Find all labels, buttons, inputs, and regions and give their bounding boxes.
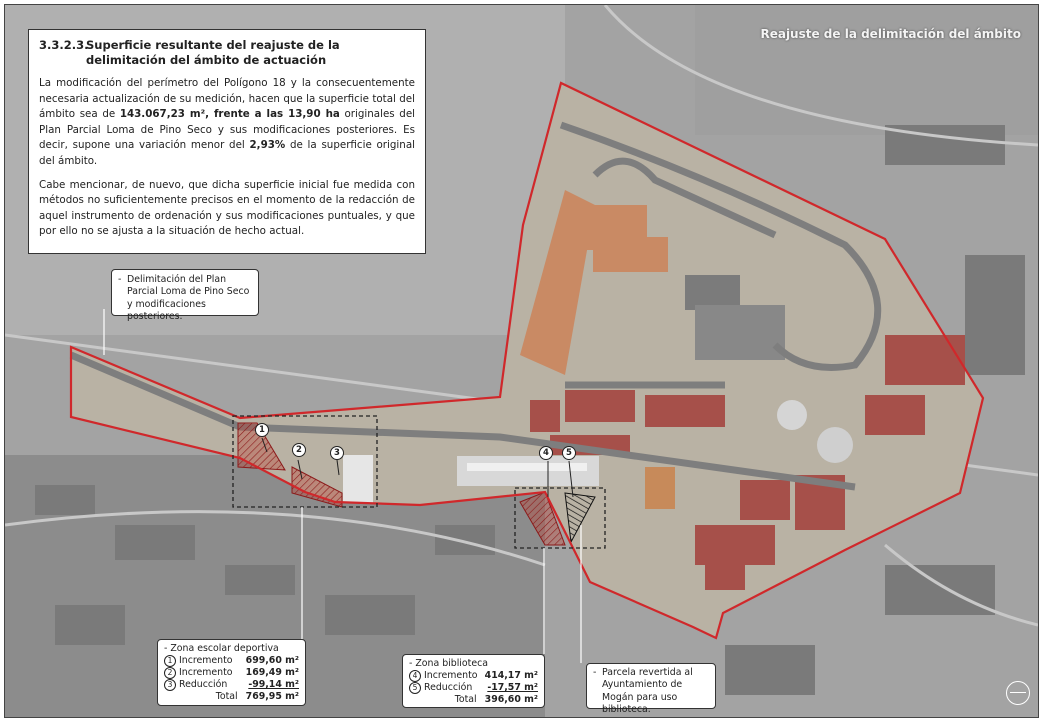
building-blocks [35,125,1025,695]
zona-row-value: 699,60 m² [245,655,299,666]
number-circle: 2 [164,667,176,679]
p1-bold-percent: 2,93% [249,139,286,152]
boundary-line [69,81,985,640]
marker-leaders [261,437,574,498]
zona-escolar-title: - Zona escolar deportiva [164,643,279,654]
marker-2: 2 [292,443,306,457]
area-5 [564,492,596,544]
p1-text-e: de la superficie original del ámbito. [39,139,415,167]
dashed-frame-biblioteca [514,487,606,549]
total-label: Total [454,694,477,705]
zona-total-row: Total 396,60 m² [409,694,538,706]
number-circle: 3 [164,679,176,691]
marker-4: 4 [539,446,553,460]
marker-5: 5 [562,446,576,460]
section-title: Superficie resultante del reajuste de la… [86,38,340,67]
zona-row-value: 414,17 m² [484,670,538,681]
zona-row-value: -99,14 m² [248,679,299,690]
marker-1: 1 [255,423,269,437]
map-title: Reajuste de la delimitación del ámbito [760,27,1021,41]
zona-row-label: Incremento [424,670,478,681]
callout-dash: - [593,667,597,678]
number-circle: 5 [409,682,421,694]
callout-dash: - [118,274,122,285]
paragraph-1: La modificación del perímetro del Polígo… [39,76,415,170]
p1-text-a: La modificación del perímetro del Polígo… [39,77,415,121]
dashed-frame-escolar [232,415,378,508]
interior-features [69,121,965,590]
leader-lines [103,309,582,663]
zona-row-label: Reducción [424,682,473,693]
number-circle: 4 [409,670,421,682]
p1-bold-area: 143.067,23 m², frente a las 13,90 ha [119,108,340,121]
parcela-callout: - Parcela revertida al Ayuntamiento de M… [586,663,716,715]
marker-3: 3 [330,446,344,460]
area-1 [237,422,286,471]
plan-callout-text: Delimitación del Plan Parcial Loma de Pi… [127,274,250,323]
north-arrow-icon [1006,681,1030,705]
p1-text-c: originales del Plan Parcial Loma de Pino… [39,108,416,152]
section-number: 3.3.2.3. [39,38,89,52]
info-box: 3.3.2.3. Superficie resultante del reaju… [28,29,426,254]
total-value: 769,95 m² [245,691,299,702]
plan-delimitation-callout: - Delimitación del Plan Parcial Loma de … [111,269,259,322]
zona-row-value: -17,57 m² [487,682,538,693]
aerial-map [5,5,1038,717]
section-heading: 3.3.2.3. Superficie resultante del reaju… [39,38,415,68]
area-4 [519,491,566,546]
paragraph-2: Cabe mencionar, de nuevo, que dicha supe… [39,178,415,238]
zona-row-label: Reducción [179,679,228,690]
zona-biblioteca-title: - Zona biblioteca [409,658,488,669]
number-circle: 1 [164,655,176,667]
zona-row-label: Incremento [179,655,233,666]
zona-row-label: Incremento [179,667,233,678]
map-frame: Reajuste de la delimitación del ámbito 1… [4,4,1039,718]
zona-row-value: 169,49 m² [245,667,299,678]
total-label: Total [215,691,238,702]
parcela-callout-text: Parcela revertida al Ayuntamiento de Mog… [602,667,693,716]
zona-total-row: Total 769,95 m² [164,691,299,703]
total-value: 396,60 m² [484,694,538,705]
urban-area-north [695,5,1038,135]
